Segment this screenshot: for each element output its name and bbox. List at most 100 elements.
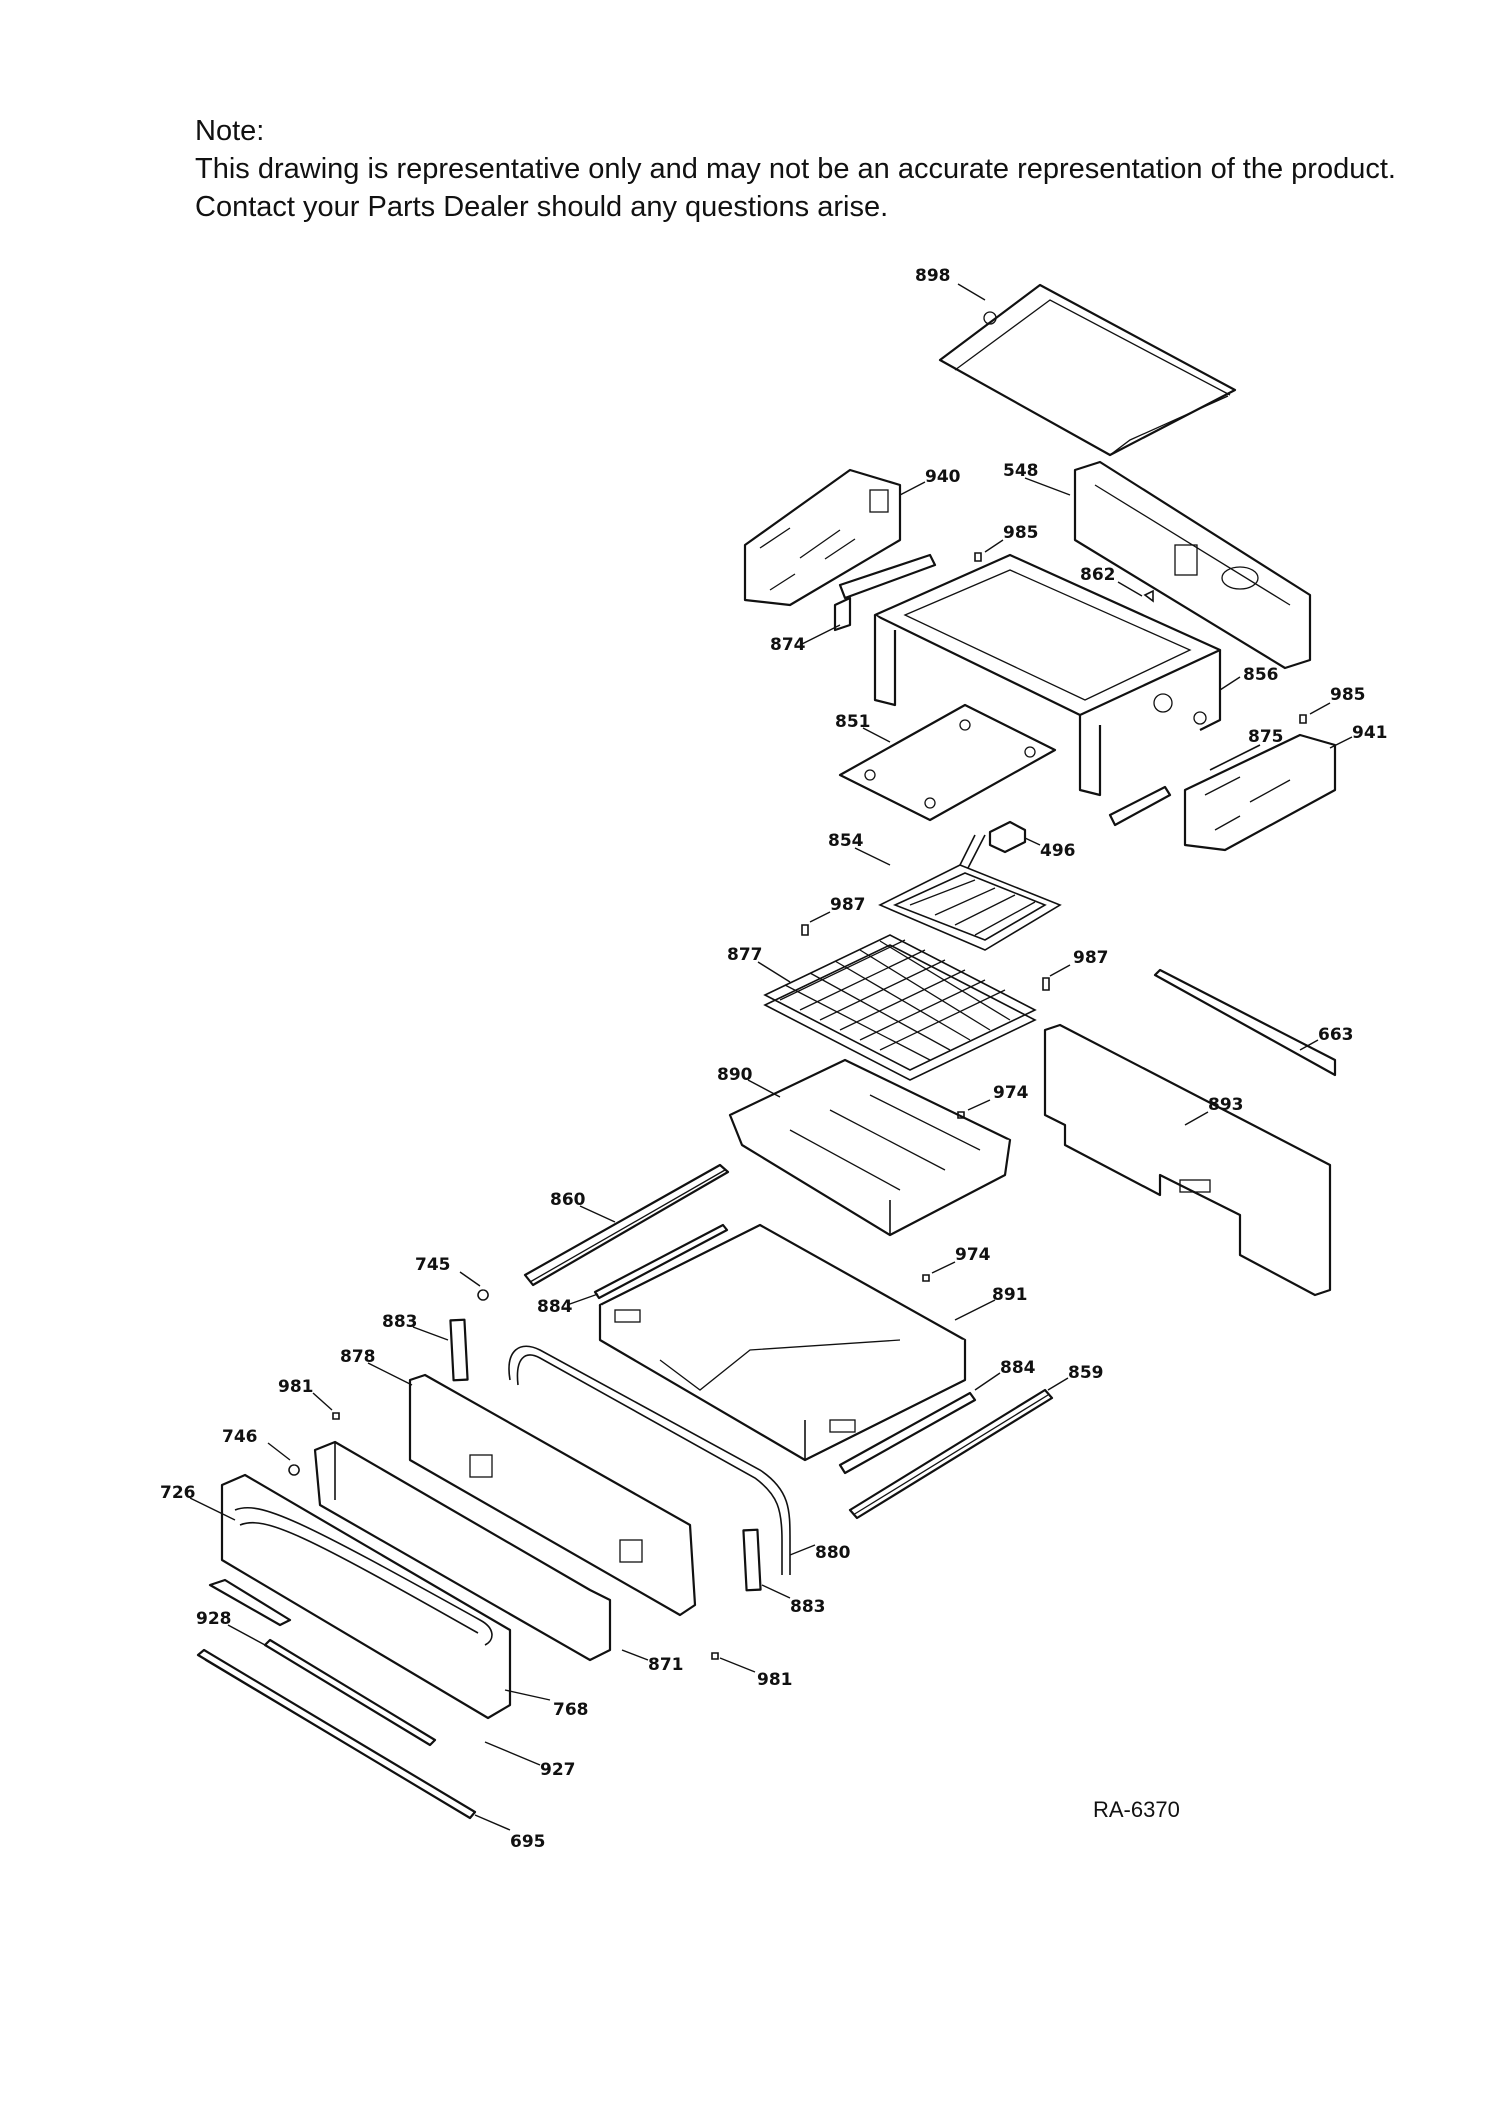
leader-985-a — [984, 539, 1004, 553]
label-941: 941 — [1352, 723, 1388, 743]
part-940-bracket — [743, 468, 902, 607]
leader-745 — [459, 1271, 481, 1287]
part-878-inner-front — [408, 1373, 697, 1617]
part-893-rear-panel — [1043, 1023, 1332, 1297]
leader-854 — [854, 847, 891, 866]
leader-663 — [1299, 1039, 1319, 1051]
leader-893 — [1184, 1111, 1209, 1126]
part-768-drawer-front — [220, 1473, 512, 1720]
label-746: 746 — [222, 1427, 258, 1447]
label-860: 860 — [550, 1190, 586, 1210]
part-854-heating-element — [878, 834, 1062, 951]
leader-974-b — [931, 1261, 956, 1274]
label-871: 871 — [648, 1655, 684, 1675]
leader-941 — [1329, 736, 1353, 749]
leader-746 — [267, 1442, 291, 1461]
part-890-pan — [728, 1058, 1012, 1237]
leader-981-b — [719, 1657, 756, 1673]
leader-883-a — [412, 1326, 449, 1341]
label-496: 496 — [1040, 841, 1076, 861]
label-726: 726 — [160, 1483, 196, 1503]
leader-985-b — [1309, 702, 1331, 715]
label-768: 768 — [553, 1700, 589, 1720]
part-663-strip — [1153, 968, 1337, 1077]
note-line-1: This drawing is representative only and … — [195, 153, 1396, 185]
label-875: 875 — [1248, 727, 1284, 747]
part-985-screw-b — [1299, 714, 1307, 724]
leader-695 — [474, 1814, 511, 1831]
leader-890 — [747, 1079, 781, 1098]
part-695-long-trim — [196, 1648, 477, 1820]
label-862: 862 — [1080, 565, 1116, 585]
part-883-clip-b — [742, 1528, 762, 1592]
note-line-2: Contact your Parts Dealer should any que… — [195, 191, 889, 223]
part-856-drawer-cavity — [873, 553, 1222, 797]
label-548: 548 — [1003, 461, 1039, 481]
label-878: 878 — [340, 1347, 376, 1367]
disclaimer-note: Note: This drawing is representative onl… — [195, 112, 1396, 226]
part-974-screw-b — [922, 1274, 930, 1282]
leader-928 — [227, 1624, 266, 1646]
part-884-rail-b — [838, 1391, 977, 1475]
part-891-drawer-box — [598, 1223, 967, 1462]
leader-726 — [189, 1497, 236, 1521]
label-898: 898 — [915, 266, 951, 286]
leader-891 — [954, 1299, 996, 1321]
part-496-bracket — [988, 820, 1027, 854]
label-851: 851 — [835, 712, 871, 732]
part-859-slide-rail — [848, 1388, 1054, 1520]
label-880: 880 — [815, 1543, 851, 1563]
leader-884-b — [974, 1372, 1001, 1391]
part-987-screw-a — [801, 924, 809, 936]
part-927-trim — [263, 1638, 437, 1747]
leader-496 — [1024, 837, 1041, 846]
part-981-clip-a — [332, 1412, 340, 1420]
leader-898 — [957, 283, 986, 301]
label-856: 856 — [1243, 665, 1279, 685]
label-745: 745 — [415, 1255, 451, 1275]
leader-548 — [1024, 477, 1071, 496]
leader-877 — [757, 961, 791, 983]
leader-874 — [799, 624, 841, 646]
part-987-screw-b — [1042, 977, 1050, 991]
part-871-insulation — [313, 1440, 612, 1662]
label-987-b: 987 — [1073, 948, 1109, 968]
label-883-a: 883 — [382, 1312, 418, 1332]
label-859: 859 — [1068, 1363, 1104, 1383]
part-874-rail — [833, 553, 937, 632]
leader-860 — [579, 1205, 616, 1223]
part-883-clip-a — [449, 1318, 469, 1382]
label-974-a: 974 — [993, 1083, 1029, 1103]
label-877: 877 — [727, 945, 763, 965]
label-981-a: 981 — [278, 1377, 314, 1397]
leader-851 — [862, 727, 891, 743]
part-746-clip — [288, 1464, 300, 1476]
part-875-rail — [1108, 744, 1261, 827]
part-928-trim — [208, 1578, 292, 1627]
leader-987-b — [1049, 964, 1071, 977]
leader-987-a — [809, 911, 831, 923]
label-884-a: 884 — [537, 1297, 573, 1317]
label-985-a: 985 — [1003, 523, 1039, 543]
label-884-b: 884 — [1000, 1358, 1036, 1378]
label-663: 663 — [1318, 1025, 1354, 1045]
leader-884-a — [566, 1293, 599, 1306]
label-883-b: 883 — [790, 1597, 826, 1617]
part-884-rail-a — [593, 1223, 729, 1300]
part-880-gasket — [508, 1345, 791, 1575]
label-891: 891 — [992, 1285, 1028, 1305]
part-745-clip — [477, 1289, 489, 1301]
label-981-b: 981 — [757, 1670, 793, 1690]
leader-768 — [504, 1689, 551, 1701]
label-927: 927 — [540, 1760, 576, 1780]
leader-859 — [1047, 1377, 1069, 1391]
leader-856 — [1219, 676, 1241, 691]
label-985-b: 985 — [1330, 685, 1366, 705]
part-877-rack — [763, 934, 1037, 1081]
leader-974-a — [967, 1099, 991, 1111]
label-874: 874 — [770, 635, 806, 655]
label-854: 854 — [828, 831, 864, 851]
part-860-slide-rail — [523, 1163, 730, 1287]
label-974-b: 974 — [955, 1245, 991, 1265]
